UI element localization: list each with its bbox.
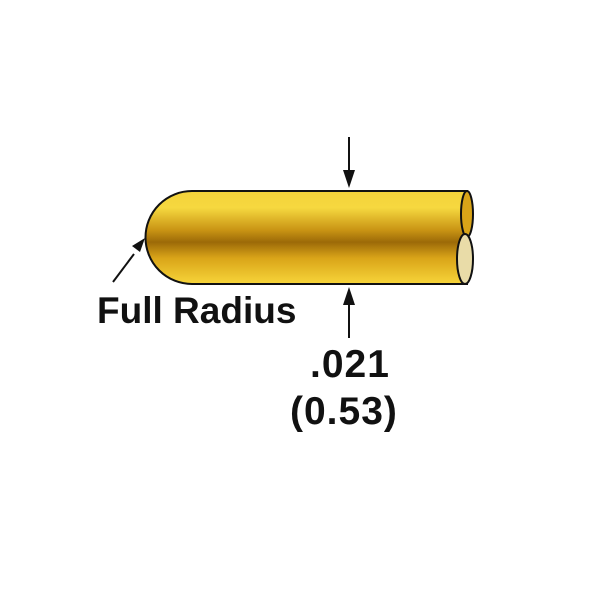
- pin-body: [144, 190, 468, 285]
- full-radius-label: Full Radius: [97, 290, 297, 331]
- pin-upper-end: [460, 190, 474, 238]
- bottom-dimension-arrow: [343, 287, 355, 338]
- dimension-mm-value: (0.53): [290, 390, 398, 433]
- pin-end-face: [456, 233, 474, 285]
- dimension-inch-value: .021: [310, 343, 390, 386]
- top-dimension-arrow: [343, 137, 355, 188]
- full-radius-leader-arrow: [112, 238, 145, 283]
